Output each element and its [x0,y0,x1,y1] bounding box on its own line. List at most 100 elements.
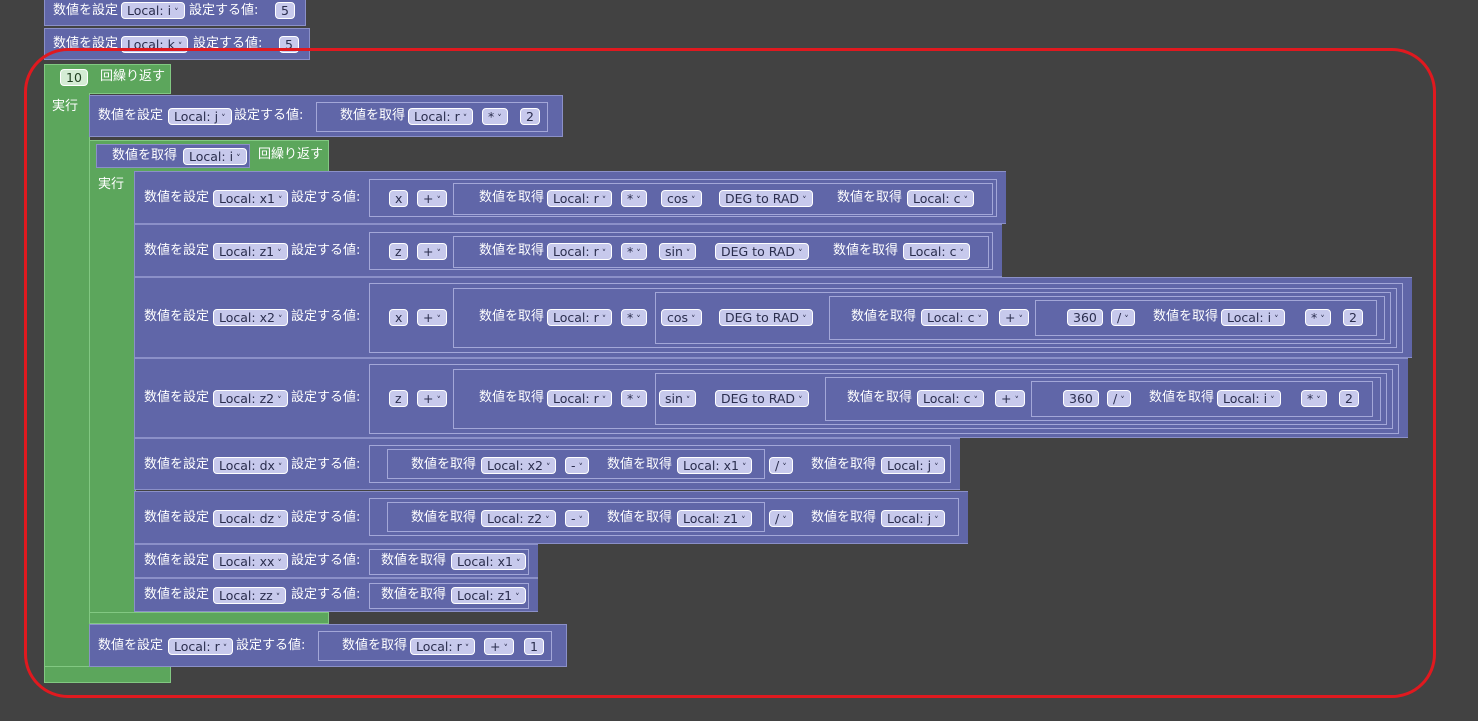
operator-dropdown[interactable]: +˅ [417,190,447,207]
var-dropdown-c[interactable]: Local: c˅ [921,309,988,326]
math-block-outer[interactable] [369,232,993,270]
add-block[interactable] [825,377,1381,421]
get-block-i[interactable]: 数値を取得 Local: i˅ [96,144,250,168]
mul-block[interactable] [1035,300,1377,336]
var-dropdown-i[interactable]: Local: i˅ [121,2,185,19]
repeat-count-input[interactable]: 10 [60,69,88,86]
number-input[interactable]: 2 [1339,390,1359,407]
set-block-k[interactable]: 数値を設定 Local: k˅ 設定する値: 5 [44,28,310,60]
math-block-outer[interactable] [369,283,1403,353]
operator-dropdown[interactable]: +˅ [417,243,447,260]
var-dropdown-k[interactable]: Local: k˅ [121,36,189,53]
math-block[interactable] [318,631,552,661]
var-dropdown-r[interactable]: Local: r˅ [168,638,234,655]
add-block[interactable] [829,296,1385,340]
number-input[interactable]: 2 [1343,309,1363,326]
var-dropdown-x1[interactable]: Local: x1˅ [677,457,753,474]
set-block-j[interactable]: 数値を設定 Local: j˅ 設定する値: 数値を取得 Local: r˅ *… [89,95,563,137]
operator-dropdown[interactable]: *˅ [621,190,647,207]
var-dropdown-x1[interactable]: Local: x1˅ [213,190,289,207]
number-input[interactable]: 5 [279,36,299,53]
operator-dropdown[interactable]: *˅ [621,243,647,260]
set-block-dx[interactable]: 数値を設定 Local: dx˅ 設定する値: 数値を取得 Local: x2˅… [134,438,960,490]
math-block-mid[interactable] [453,288,1397,348]
var-dropdown-xx[interactable]: Local: xx˅ [213,553,288,570]
number-input[interactable]: 2 [520,108,540,125]
operator-dropdown[interactable]: +˅ [484,638,514,655]
div-block[interactable] [369,498,959,536]
var-dropdown-r[interactable]: Local: r˅ [410,638,476,655]
div-block[interactable] [369,445,951,483]
var-dropdown-i[interactable]: Local: i˅ [1217,390,1281,407]
set-block-z2[interactable]: 数値を設定 Local: z2˅ 設定する値: z +˅ 数値を取得 Local… [134,358,1408,438]
math-block-outer[interactable] [369,364,1399,434]
var-dropdown-r[interactable]: Local: r˅ [547,243,613,260]
letter-z[interactable]: z [389,243,408,260]
operator-dropdown[interactable]: +˅ [417,309,447,326]
letter-x[interactable]: x [389,190,409,207]
set-block-x1[interactable]: 数値を設定 Local: x1˅ 設定する値: x +˅ 数値を取得 Local… [134,171,1006,224]
math-block-inner[interactable] [453,183,993,215]
set-block-i[interactable]: 数値を設定 Local: i˅ 設定する値: 5 [44,0,306,26]
var-dropdown-j[interactable]: Local: j˅ [881,457,945,474]
func-dropdown-sin[interactable]: sin˅ [659,390,697,407]
operator-dropdown[interactable]: +˅ [995,390,1025,407]
number-input[interactable]: 360 [1067,309,1103,326]
var-dropdown-dx[interactable]: Local: dx˅ [213,457,289,474]
var-dropdown-j[interactable]: Local: j˅ [168,108,232,125]
math-block-outer[interactable] [369,179,997,217]
var-dropdown-c[interactable]: Local: c˅ [917,390,984,407]
trig-block[interactable] [655,292,1391,344]
operator-dropdown[interactable]: /˅ [769,510,793,527]
get-block[interactable] [369,583,529,609]
var-dropdown-r[interactable]: Local: r˅ [547,309,613,326]
math-block-mid[interactable] [453,369,1393,429]
math-block-inner[interactable] [453,236,989,268]
letter-z[interactable]: z [389,390,408,407]
set-block-dz[interactable]: 数値を設定 Local: dz˅ 設定する値: 数値を取得 Local: z2˅… [134,491,968,544]
operator-dropdown[interactable]: *˅ [1305,309,1331,326]
var-dropdown-zz[interactable]: Local: zz˅ [213,587,287,604]
mul-block[interactable] [1031,381,1373,417]
operator-dropdown[interactable]: *˅ [1301,390,1327,407]
var-dropdown-x2[interactable]: Local: x2˅ [481,457,557,474]
var-dropdown-z1[interactable]: Local: z1˅ [677,510,752,527]
number-input[interactable]: 1 [524,638,544,655]
var-dropdown-c[interactable]: Local: c˅ [907,190,974,207]
var-dropdown-r[interactable]: Local: r˅ [547,390,613,407]
func-dropdown-cos[interactable]: cos˅ [661,190,702,207]
var-dropdown-j[interactable]: Local: j˅ [881,510,945,527]
operator-dropdown[interactable]: /˅ [1111,309,1135,326]
var-dropdown-r[interactable]: Local: r˅ [408,108,474,125]
get-block[interactable] [369,549,529,575]
number-input[interactable]: 5 [275,2,295,19]
var-dropdown-x1[interactable]: Local: x1˅ [451,553,527,570]
var-dropdown-i[interactable]: Local: i˅ [183,148,247,165]
operator-dropdown[interactable]: *˅ [621,309,647,326]
math-block[interactable] [316,102,548,132]
var-dropdown-i[interactable]: Local: i˅ [1221,309,1285,326]
var-dropdown-z1[interactable]: Local: z1˅ [213,243,288,260]
func-dropdown-deg[interactable]: DEG to RAD˅ [715,243,809,260]
func-dropdown-deg[interactable]: DEG to RAD˅ [719,190,813,207]
func-dropdown-cos[interactable]: cos˅ [661,309,702,326]
func-dropdown-deg[interactable]: DEG to RAD˅ [719,309,813,326]
letter-x[interactable]: x [389,309,409,326]
operator-dropdown[interactable]: -˅ [565,510,590,527]
var-dropdown-dz[interactable]: Local: dz˅ [213,510,288,527]
number-input[interactable]: 360 [1063,390,1099,407]
operator-dropdown[interactable]: *˅ [621,390,647,407]
var-dropdown-x2[interactable]: Local: x2˅ [213,309,289,326]
set-block-z1[interactable]: 数値を設定 Local: z1˅ 設定する値: z +˅ 数値を取得 Local… [134,224,1002,277]
func-dropdown-sin[interactable]: sin˅ [659,243,697,260]
var-dropdown-z2[interactable]: Local: z2˅ [481,510,556,527]
operator-dropdown[interactable]: /˅ [1107,390,1131,407]
set-block-zz[interactable]: 数値を設定 Local: zz˅ 設定する値: 数値を取得 Local: z1˅ [134,578,538,612]
set-block-r[interactable]: 数値を設定 Local: r˅ 設定する値: 数値を取得 Local: r˅ +… [89,624,567,667]
sub-block[interactable] [387,449,765,479]
operator-dropdown[interactable]: *˅ [482,108,508,125]
operator-dropdown[interactable]: -˅ [565,457,590,474]
set-block-x2[interactable]: 数値を設定 Local: x2˅ 設定する値: x +˅ 数値を取得 Local… [134,277,1412,358]
operator-dropdown[interactable]: /˅ [769,457,793,474]
operator-dropdown[interactable]: +˅ [999,309,1029,326]
